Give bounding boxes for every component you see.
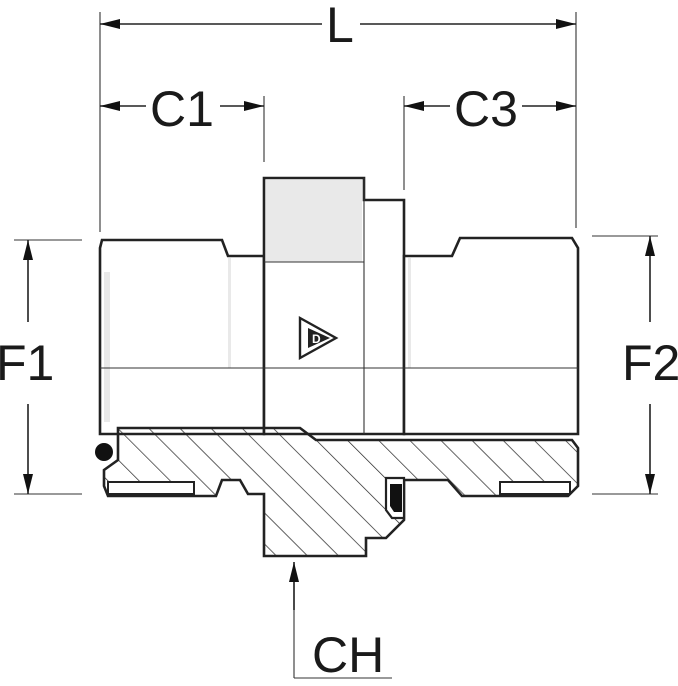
right-thread-groove <box>499 481 571 495</box>
left-thread-shade <box>104 272 110 422</box>
left-thread-stud <box>98 238 266 436</box>
label-f1: F1 <box>0 335 54 391</box>
label-c1: C1 <box>150 81 214 137</box>
label-c3: C3 <box>454 81 518 137</box>
label-f2: F2 <box>622 335 678 391</box>
label-l: L <box>326 0 354 53</box>
fitting-body <box>98 176 580 436</box>
section-hatch <box>102 426 580 558</box>
hex-face-shade <box>266 180 362 262</box>
o-ring <box>95 443 113 461</box>
body-midline-shade <box>228 258 231 368</box>
bonded-seal-fill <box>390 484 402 512</box>
cross-section <box>95 426 580 558</box>
logo-letter: D <box>312 332 321 346</box>
dunlop-d-logo: D <box>298 315 339 361</box>
dimension-arrows <box>23 18 655 610</box>
left-thread-groove <box>107 481 195 495</box>
right-body-shade <box>408 258 411 368</box>
label-ch: CH <box>312 627 384 683</box>
right-thread-stud <box>402 236 580 436</box>
